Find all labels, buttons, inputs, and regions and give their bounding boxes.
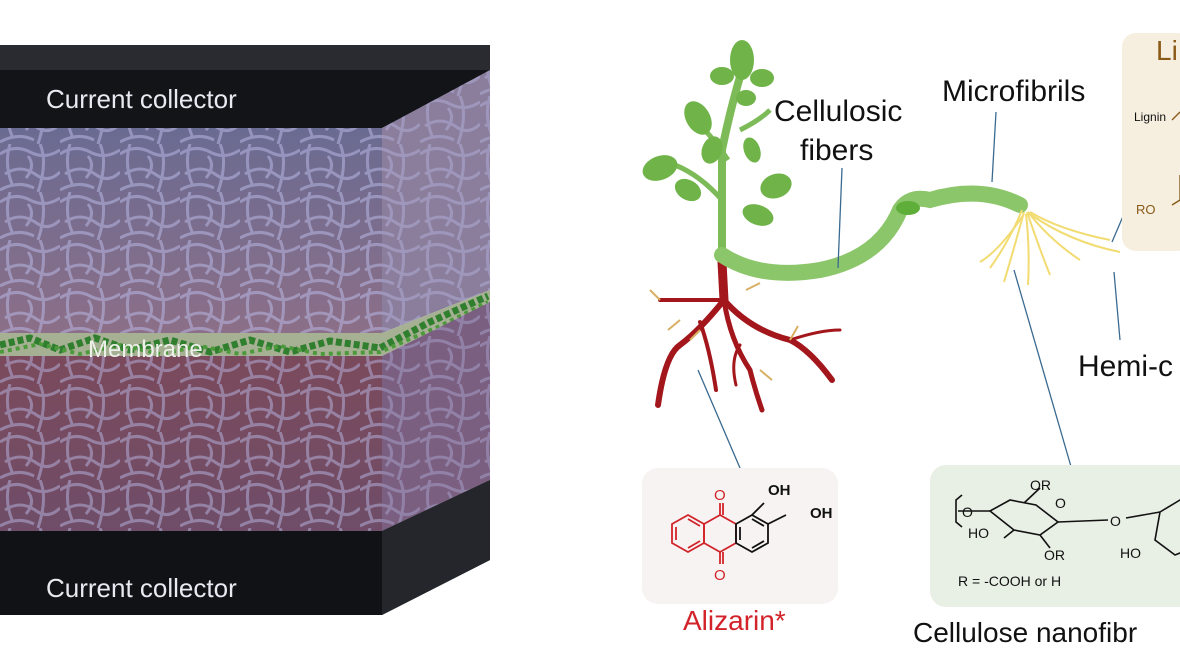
- microfibrils-label: Microfibrils: [942, 75, 1085, 108]
- lignin-title: Li: [1156, 35, 1178, 66]
- top-collector-top-face: [0, 45, 490, 70]
- cellulose-ho-right: HO: [1120, 545, 1141, 561]
- alizarin-name: Alizarin*: [683, 605, 786, 636]
- cellulose-or-top: OR: [1030, 477, 1051, 493]
- battery-cell-diagram: Current collector Membrane Current colle…: [0, 45, 490, 615]
- callout-lines: [697, 111, 1131, 471]
- cellulosic-fibers-label-line2: fibers: [800, 134, 873, 167]
- bottom-collector-label: Current collector: [46, 573, 237, 603]
- plant-illustration: [642, 40, 1121, 413]
- cellulose-link-o: O: [1110, 513, 1121, 529]
- top-collector: [0, 70, 490, 128]
- cellulose-box: O OR O HO OR O HO R = -COOH or H: [930, 465, 1180, 607]
- cellulose-name: Cellulose nanofibr: [913, 617, 1137, 648]
- cellulose-ring-o: O: [1055, 495, 1066, 511]
- lignin-structure-label: Lignin: [1134, 110, 1166, 124]
- cellulose-left-o: O: [962, 504, 973, 520]
- top-collector-label: Current collector: [46, 84, 237, 114]
- alizarin-o-top: O: [714, 487, 726, 504]
- cellulose-structure: [955, 487, 1180, 556]
- alizarin-oh-1: OH: [768, 482, 791, 499]
- plant-leaves: [642, 40, 792, 226]
- cellulosic-fiber-tube: [714, 185, 1028, 281]
- cellulose-ho-left: HO: [968, 525, 989, 541]
- lignin-box: Li Lignin RO: [1122, 33, 1180, 251]
- alizarin-structure: [671, 502, 787, 564]
- cellulose-r-definition: R = -COOH or H: [958, 573, 1061, 589]
- microfibril-strands: [979, 209, 1121, 286]
- alizarin-oh-2: OH: [810, 505, 833, 522]
- bottom-collector: [0, 480, 490, 615]
- alizarin-box: O O OH OH: [642, 468, 838, 604]
- membrane-layer: [0, 290, 490, 356]
- alizarin-o-bottom: O: [714, 567, 726, 584]
- plant-roots: [655, 257, 842, 413]
- lignin-ro-label: RO: [1136, 202, 1156, 217]
- membrane-fibers: [0, 292, 490, 356]
- cellulosic-fibers-label-line1: Cellulosic: [774, 95, 902, 128]
- hemicellulose-label: Hemi-c: [1078, 350, 1173, 383]
- membrane-label: Membrane: [88, 336, 203, 363]
- cellulose-or-bottom: OR: [1044, 547, 1065, 563]
